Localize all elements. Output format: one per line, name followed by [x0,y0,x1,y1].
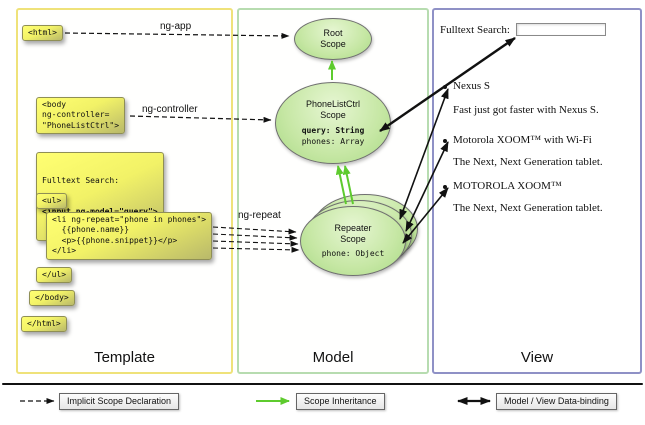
code-input-ng-model: <input ng-model="query"> [42,207,158,217]
model-panel-label: Model [312,349,354,366]
code-html-open: <html> [22,25,63,42]
ng-repeat-label: ng-repeat [238,210,281,221]
list-bullet [443,85,447,89]
code-fulltext-label: Fulltext Search: [42,175,120,185]
code-ul-open: <ul> [36,193,68,210]
view-item-snippet: Fast just got faster with Nexus S. [453,104,599,116]
repeater-scope-title: Repeater Scope [334,222,372,244]
ng-controller-label: ng-controller [142,104,198,115]
phonelistctrl-scope-ellipse: PhoneListCtrl Scope query: String phones… [275,82,391,164]
template-panel-label: Template [94,349,155,366]
root-scope-title: Root Scope [320,27,346,49]
view-item-snippet: The Next, Next Generation tablet. [453,156,603,168]
ng-app-label: ng-app [160,21,192,32]
code-li-repeat: <li ng-repeat="phone in phones"> {{phone… [46,212,213,260]
model-panel: Model [237,8,429,374]
legend-scope-inheritance: Scope Inheritance [296,393,385,410]
root-scope-ellipse: Root Scope [294,18,372,60]
view-item-name: Motorola XOOM™ with Wi-Fi [453,134,592,146]
code-html-close: </html> [21,316,67,333]
scope-prop-phones: phones: Array [301,137,365,147]
phonelistctrl-scope-title: PhoneListCtrl Scope [305,98,361,120]
legend-implicit-scope: Implicit Scope Declaration [59,393,180,410]
view-search-label: Fulltext Search: [440,24,510,36]
repeater-scope-ellipse: Repeater Scope phone: Object [300,206,406,276]
view-item-snippet: The Next, Next Generation tablet. [453,202,603,214]
code-body-close: </body> [29,290,75,307]
scope-prop-query: query: String [301,126,365,136]
code-ul-close: </ul> [36,267,73,284]
view-panel-label: View [520,349,554,366]
scope-prop-phone: phone: Object [321,249,385,259]
legend-data-binding: Model / View Data-binding [496,393,617,410]
list-bullet [443,185,447,189]
view-search-input[interactable] [516,23,606,36]
code-body-open: <body ng-controller= "PhoneListCtrl"> [36,97,126,135]
list-bullet [443,139,447,143]
legend-separator [2,383,643,385]
view-item-name: MOTOROLA XOOM™ [453,180,562,192]
view-item-name: Nexus S [453,80,490,92]
